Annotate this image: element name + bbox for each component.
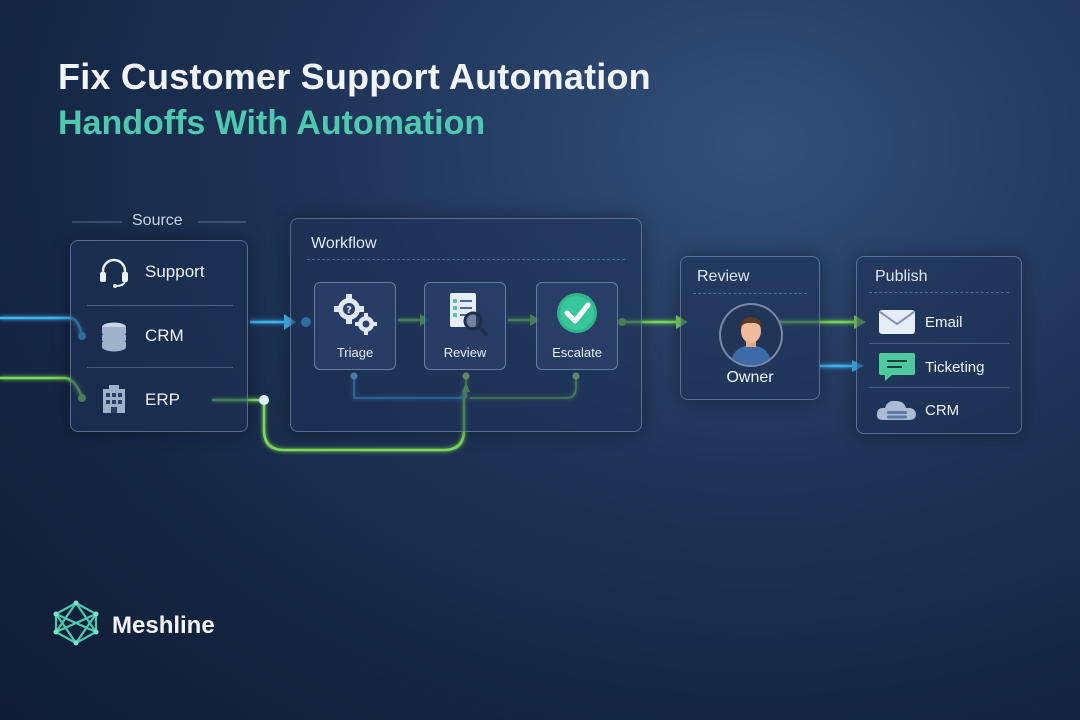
publish-section-label: Publish	[875, 268, 928, 285]
source-item-erp[interactable]: ERP	[71, 369, 247, 431]
source-item-support[interactable]: Support	[71, 241, 247, 303]
review-section-label: Review	[697, 268, 750, 285]
page-subtitle: Handoffs With Automation	[58, 104, 486, 142]
divider	[869, 292, 1009, 293]
divider	[307, 259, 625, 260]
wire-erp-loop	[212, 390, 466, 452]
headset-icon	[91, 255, 137, 289]
building-icon	[91, 383, 137, 417]
publish-item-ticketing[interactable]: Ticketing	[857, 345, 1021, 389]
owner-label: Owner	[726, 369, 774, 386]
publish-item-label: Ticketing	[925, 358, 985, 376]
workflow-step-label: Review	[443, 345, 487, 360]
page-title: Fix Customer Support Automation	[58, 56, 651, 97]
svg-text:?: ?	[346, 305, 352, 316]
checklist-search-icon	[425, 291, 505, 337]
mesh-logo-icon	[52, 600, 100, 651]
checkmark-icon	[537, 291, 617, 337]
publish-item-label: Email	[925, 313, 963, 331]
source-section-label: Source	[132, 212, 183, 229]
source-item-label: CRM	[145, 326, 184, 345]
divider	[869, 387, 1009, 388]
review-panel: Review Owner	[680, 256, 820, 400]
workflow-step-label: Triage	[336, 345, 374, 360]
workflow-step-review[interactable]: Review	[424, 282, 506, 370]
workflow-step-triage[interactable]: ? Triage	[314, 282, 396, 370]
brand-logo[interactable]: Meshline	[52, 600, 215, 651]
database-icon	[91, 319, 137, 353]
source-panel: Support CRM ERP	[70, 240, 248, 432]
source-item-label: ERP	[145, 390, 180, 409]
brand-name: Meshline	[112, 611, 215, 639]
divider	[87, 367, 233, 368]
person-avatar-icon[interactable]	[719, 303, 783, 367]
divider	[869, 343, 1009, 344]
chat-bubble-icon	[875, 351, 919, 383]
divider	[693, 293, 807, 294]
publish-item-label: CRM	[925, 401, 960, 419]
source-item-label: Support	[145, 262, 205, 281]
publish-panel: Publish Email Ticketing	[856, 256, 1022, 434]
divider	[87, 305, 233, 306]
envelope-icon	[875, 309, 919, 335]
workflow-step-label: Escalate	[552, 345, 602, 360]
workflow-step-escalate[interactable]: Escalate	[536, 282, 618, 370]
gears-icon: ?	[315, 291, 395, 337]
cloud-icon	[875, 396, 919, 424]
workflow-section-label: Workflow	[311, 235, 377, 252]
publish-item-crm[interactable]: CRM	[857, 388, 1021, 432]
source-item-crm[interactable]: CRM	[71, 305, 247, 367]
junction-dot-erp-loop	[259, 395, 269, 405]
publish-item-email[interactable]: Email	[857, 300, 1021, 344]
